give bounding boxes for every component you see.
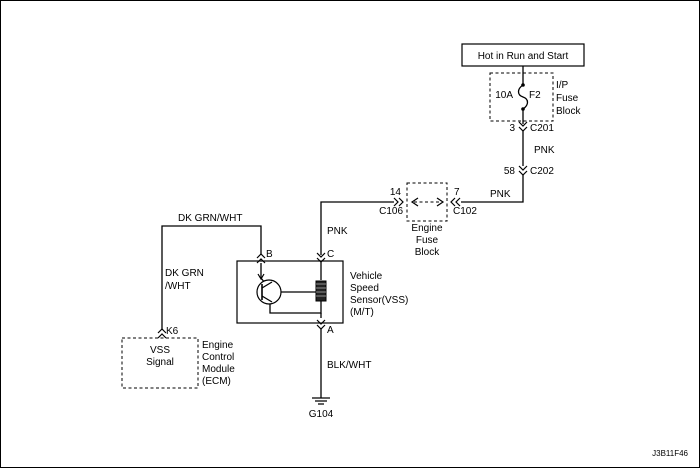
ip-fuse-block-name-line-2: Fuse	[556, 93, 579, 104]
engine-fuse-right-arrow-icon	[436, 197, 445, 207]
vehicle-speed-sensor: C B A Vehicle Speed Sensor(VSS) (M/T)	[236, 249, 408, 336]
engine-fuse-block-name-line-2: Fuse	[416, 235, 439, 246]
connector-c102: 7 C102	[450, 187, 477, 217]
ecm-signal-line-1: VSS	[150, 345, 170, 356]
fuse-rating: 10A	[495, 90, 513, 101]
power-source-label: Hot in Run and Start	[478, 51, 569, 62]
vss-name-line-3: Sensor(VSS)	[350, 295, 408, 306]
connector-c202-icon	[518, 165, 528, 176]
ecm-signal-line-2: Signal	[146, 357, 174, 368]
ecm-name-line-3: Module	[202, 364, 235, 375]
ecm-pin-k6-label: K6	[166, 326, 179, 337]
vss-coil-windings	[316, 283, 326, 297]
ecm-name-line-1: Engine	[202, 340, 234, 351]
wire-dk-grn-wht-top-label: DK GRN/WHT	[178, 213, 242, 224]
ground-g104: G104	[309, 397, 334, 420]
power-source-box: Hot in Run and Start	[461, 43, 585, 67]
ground-icon	[312, 397, 330, 405]
connector-c106-pin: 14	[390, 187, 402, 198]
wire-dk-grn-wht	[161, 225, 262, 330]
connector-c106: 14 C106	[379, 187, 404, 217]
ip-fuse-block: 10A F2 I/P Fuse Block	[489, 66, 581, 124]
vss-pin-c-label: C	[327, 249, 334, 260]
vss-name-line-4: (M/T)	[350, 307, 374, 318]
wire-pnk-lower-label: PNK	[327, 226, 348, 237]
wire-pnk-middle	[461, 175, 524, 203]
wire-pnk-middle-label: PNK	[490, 189, 511, 200]
vss-pin-b-label: B	[266, 249, 273, 260]
connector-c102-icon	[450, 197, 461, 207]
connector-c201-pin: 3	[509, 123, 515, 134]
connector-c201: 3 C201	[509, 121, 554, 134]
wire-dk-grn-wht-side-label-line-2: /WHT	[165, 281, 191, 292]
vss-internal-arrow-icon	[257, 273, 265, 281]
fuse-icon	[517, 84, 529, 110]
ground-label: G104	[309, 409, 334, 420]
vss-pin-a-label: A	[327, 325, 334, 336]
transistor-legs	[261, 281, 273, 303]
wire-pnk-lower	[320, 201, 394, 255]
ecm-name-line-2: Control	[202, 352, 234, 363]
fuse-id: F2	[529, 90, 541, 101]
engine-control-module: K6 VSS Signal Engine Control Module (ECM…	[121, 326, 235, 389]
vss-name-line-1: Vehicle	[350, 271, 383, 282]
wire-blk-wht-label: BLK/WHT	[327, 360, 371, 371]
engine-fuse-block-name-line-3: Block	[415, 247, 440, 258]
ip-fuse-block-outline	[489, 72, 554, 122]
wire-pnk-upper-label: PNK	[534, 145, 555, 156]
vss-internal-lead-a	[269, 301, 322, 314]
ip-fuse-block-name-line-1: I/P	[556, 80, 569, 91]
ip-fuse-block-name-line-3: Block	[556, 106, 581, 117]
figure-code: J3B11F46	[652, 449, 688, 458]
engine-fuse-block-name-line-1: Engine	[411, 223, 443, 234]
engine-fuse-left-arrow-icon	[410, 197, 419, 207]
ecm-name-line-4: (ECM)	[202, 376, 231, 387]
vss-name-line-2: Speed	[350, 283, 379, 294]
connector-c202-name: C202	[530, 166, 554, 177]
ecm-outline	[121, 337, 199, 389]
connector-c202-pin: 58	[504, 166, 516, 177]
ecm-pin-k6-icon	[157, 328, 167, 339]
connector-c102-name: C102	[453, 206, 477, 217]
connector-c102-pin: 7	[454, 187, 460, 198]
engine-fuse-block: Engine Fuse Block	[406, 182, 448, 258]
connector-c106-icon	[393, 197, 404, 207]
connector-c106-name: C106	[379, 206, 403, 217]
connector-c202: 58 C202	[504, 165, 554, 177]
connector-c201-name: C201	[530, 123, 554, 134]
wire-dk-grn-wht-side-label-line-1: DK GRN	[165, 268, 204, 279]
